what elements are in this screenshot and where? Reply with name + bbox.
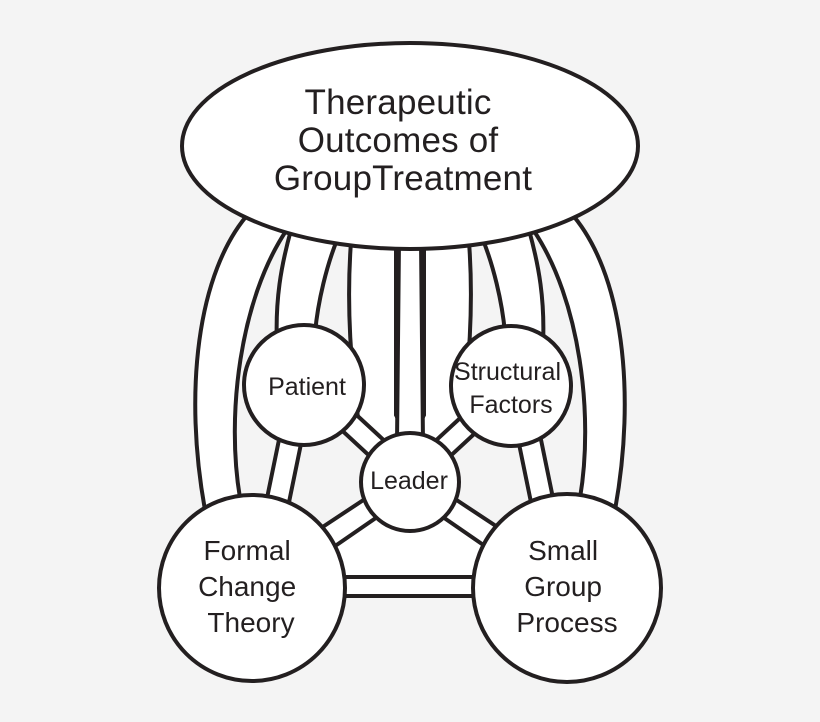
leader-circle bbox=[359, 431, 461, 533]
patient-circle bbox=[242, 323, 366, 447]
small-group-process-circle bbox=[471, 492, 663, 684]
outcomes-ellipse bbox=[180, 41, 640, 251]
structural-factors-circle bbox=[449, 324, 573, 448]
band-outcomes-leader bbox=[394, 238, 426, 445]
node-labels: Therapeutic Outcomes of GroupTreatment P… bbox=[198, 83, 618, 638]
formal-change-theory-label: Formal Change Theory bbox=[198, 535, 304, 638]
leader-label: Leader bbox=[370, 467, 448, 495]
small-group-process-label: Small Group Process bbox=[516, 535, 617, 638]
formal-change-theory-circle bbox=[157, 493, 347, 683]
node-shapes bbox=[157, 41, 663, 684]
outcomes-label: Therapeutic Outcomes of GroupTreatment bbox=[274, 83, 532, 198]
structural-factors-label: Structural Factors bbox=[454, 358, 568, 419]
patient-label: Patient bbox=[268, 373, 346, 401]
